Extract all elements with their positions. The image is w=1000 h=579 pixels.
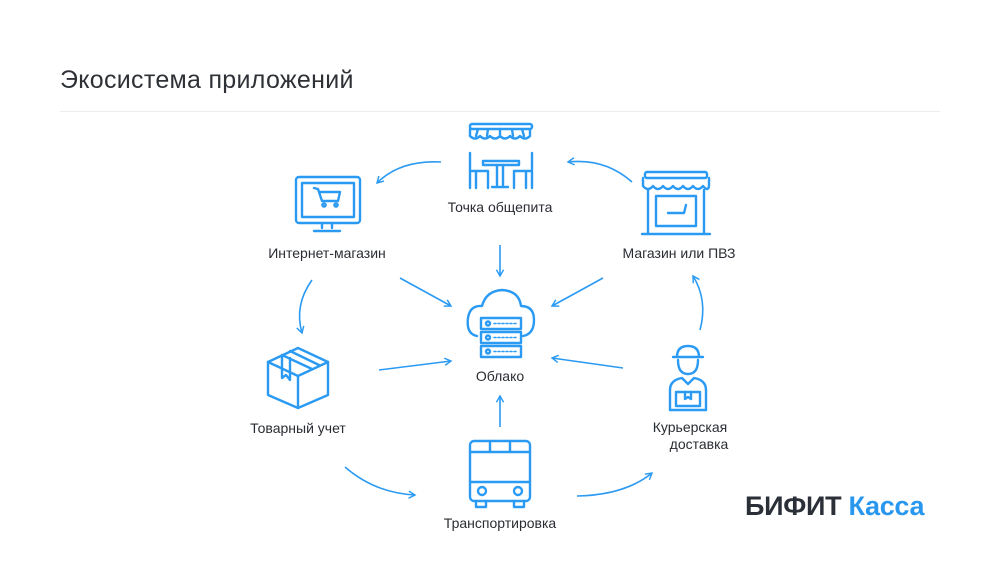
bus-icon — [468, 439, 532, 509]
arrow-cafe-to-online-store — [375, 161, 442, 185]
arrow-store-to-cloud — [550, 277, 604, 307]
bifit-kassa-logo: БИФИТ Касса — [745, 491, 924, 522]
logo-part-kassa: Касса — [848, 491, 925, 521]
box-icon — [266, 346, 330, 410]
page-title: Экосистема приложений — [60, 66, 354, 94]
arrow-online-store-to-inventory — [296, 279, 313, 335]
arrow-transport-to-courier — [576, 472, 654, 497]
arrow-inventory-to-cloud — [378, 357, 453, 371]
node-label-inventory: Товарный учет — [250, 420, 346, 436]
node-label-transport: Транспортировка — [443, 515, 557, 531]
arrow-inventory-to-transport — [344, 466, 417, 499]
node-label-courier-line1: Курьерская — [652, 419, 728, 435]
node-label-cloud: Облако — [475, 368, 525, 384]
node-label-store: Магазин или ПВЗ — [622, 245, 736, 261]
node-label-online-store: Интернет-магазин — [268, 245, 386, 261]
arrow-courier-to-cloud — [550, 354, 624, 369]
monitor-cart-icon — [294, 175, 362, 233]
courier-icon — [668, 344, 708, 412]
cafe-icon — [468, 122, 534, 190]
cloud-server-icon — [466, 288, 536, 359]
arrow-store-to-cafe — [566, 157, 633, 183]
node-label-cafe: Точка общепита — [447, 199, 553, 215]
node-label-courier-line2: доставка — [669, 436, 729, 452]
store-icon — [640, 170, 712, 236]
title-divider — [60, 111, 940, 112]
arrow-courier-to-store — [692, 274, 704, 331]
arrow-online-store-to-cloud — [399, 277, 453, 307]
logo-part-bifit: БИФИТ — [745, 491, 842, 521]
